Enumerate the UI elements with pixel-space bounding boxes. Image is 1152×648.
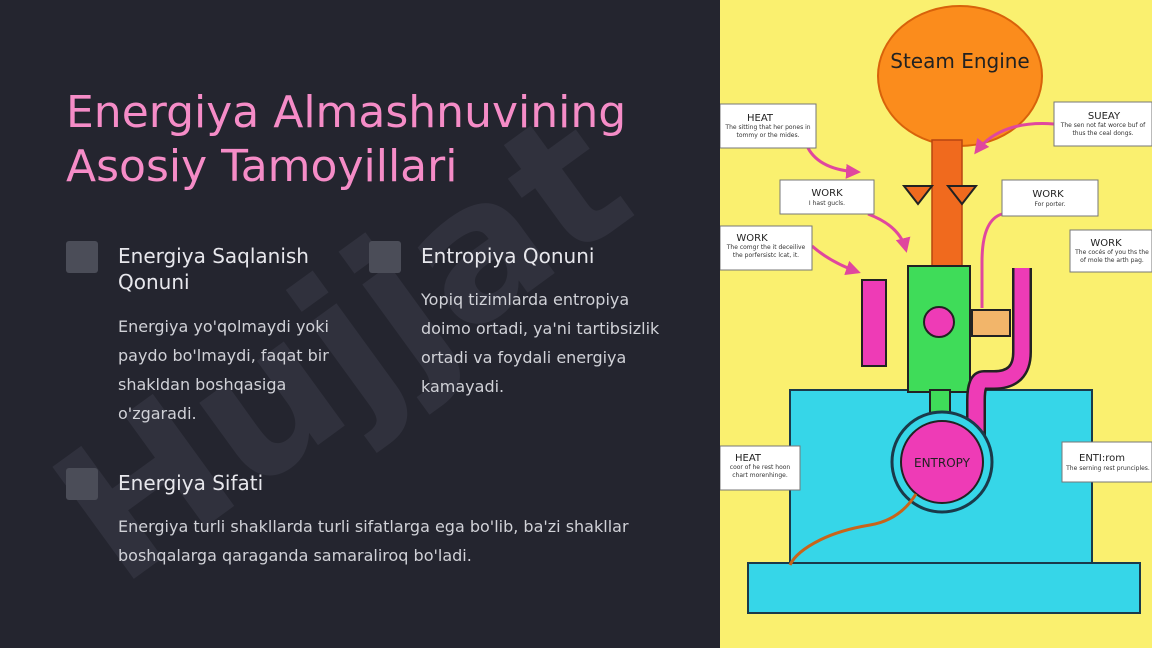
label-work-2-title: WORK	[1032, 189, 1064, 200]
point-text-conservation: Energiya yo'qolmaydi yoki paydo bo'lmayd…	[118, 317, 329, 423]
steam-engine-diagram: Steam Engine ENTROPY HEAT	[720, 5, 1152, 614]
label-work-3: WORK The comgr the it deceilive the porf…	[720, 225, 813, 271]
label-work-4: WORK The cocés of you ths the of mole th…	[1069, 229, 1152, 273]
label-heat-top-title: HEAT	[747, 113, 774, 124]
label-entirom-body: The serning rest prunciples.	[1066, 465, 1150, 472]
label-work-3-title: WORK	[736, 233, 768, 244]
label-work-4-title: WORK	[1090, 238, 1122, 249]
steam-engine-illustration: Steam Engine ENTROPY HEAT	[720, 0, 1152, 648]
label-heat-top: HEAT The sitting that her pones in tommy…	[720, 103, 817, 149]
base-plate	[747, 562, 1141, 614]
point-heading-conservation: Energiya Saqlanish Qonuni	[118, 244, 309, 294]
label-sueay-body: The sen not fat worce buf of thus the ce…	[1060, 122, 1146, 137]
valve-right	[945, 185, 979, 206]
label-heat-bottom-title: HEAT	[735, 453, 762, 464]
label-work-2: WORK For porter.	[1001, 179, 1099, 217]
side-block-right	[971, 309, 1011, 337]
label-sueay: SUEAY The sen not fat worce buf of thus …	[1053, 101, 1152, 147]
valve-left	[901, 185, 935, 206]
side-block-left	[861, 279, 887, 367]
entropy-label: ENTROPY	[914, 456, 971, 470]
piston	[923, 306, 955, 338]
drain-line	[788, 493, 918, 566]
bullet-square	[369, 241, 401, 273]
arrow-work-left	[867, 212, 911, 253]
label-work-1: WORK I hast gucls.	[779, 179, 875, 215]
label-work-1-body: I hast gucls.	[808, 200, 846, 207]
label-entirom-title: ENTI:rom	[1079, 453, 1125, 464]
arrow-work-lower-left	[811, 244, 861, 276]
slide-text-panel: Hujjat Energiya Almashnuvining Asosiy Ta…	[16, 68, 667, 626]
arrow-heat	[806, 147, 861, 179]
steam-pipe	[931, 139, 963, 271]
label-work-1-title: WORK	[811, 188, 843, 199]
point-heading-quality: Energiya Sifati	[118, 471, 264, 495]
label-heat-bottom-body: coor of he rest hoon chart morenhinge.	[729, 464, 791, 479]
label-sueay-title: SUEAY	[1088, 111, 1121, 122]
label-work-4-body: The cocés of you ths the of mole the art…	[1075, 249, 1149, 264]
arrow-work-right	[980, 212, 1003, 308]
diagram-title: Steam Engine	[890, 49, 1029, 73]
bullet-square	[66, 241, 98, 273]
label-work-3-body: The comgr the it deceilive the porfersis…	[726, 244, 806, 259]
label-entirom: ENTI:rom The serning rest prunciples.	[1061, 441, 1152, 483]
label-work-2-body: For porter.	[1034, 201, 1066, 208]
arrow-sueay	[974, 122, 1055, 155]
point-text-entropy: Yopiq tizimlarda entropiya doimo ortadi,…	[421, 290, 660, 396]
bullet-square	[66, 468, 98, 500]
label-heat-bottom: HEAT coor of he rest hoon chart morenhin…	[720, 445, 801, 491]
point-text-quality: Energiya turli shakllarda turli sifatlar…	[118, 517, 629, 565]
entropy-sphere	[900, 420, 984, 504]
point-heading-entropy: Entropiya Qonuni	[421, 244, 595, 268]
page-title: Energiya Almashnuvining Asosiy Tamoyilla…	[66, 87, 627, 192]
label-heat-top-body: The sitting that her pones in tommy or t…	[725, 124, 811, 139]
